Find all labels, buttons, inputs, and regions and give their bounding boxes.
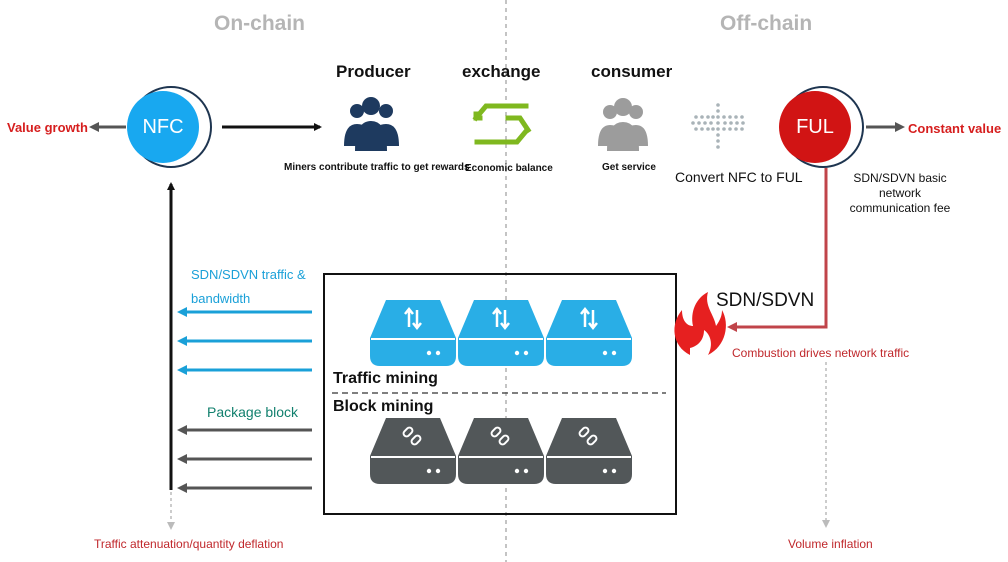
traffic-flow-line: bandwidth [191,291,251,306]
user-group-icon [598,98,648,151]
combustion-label: Combustion drives network traffic [732,346,910,360]
off-chain-header: Off-chain [720,12,813,35]
chain-link-server-icon [546,418,632,484]
traffic-servers [370,300,632,366]
dot-funnel-arrow-icon [691,103,745,149]
package-block-label: Package block [207,404,299,420]
block-mining-label: Block mining [333,398,434,415]
exchange-caption: Economic balance [465,163,553,174]
consumer-caption: Get service [602,162,656,173]
producer-caption: Miners contribute traffic to get rewards [284,162,470,173]
block-servers [370,418,632,484]
mining-box [323,273,677,515]
flame-icon [674,292,726,355]
consumer-title: consumer [591,62,673,81]
exchange-arrows-icon [472,103,532,145]
producer-title: Producer [336,62,411,81]
fee-caption-line: network [878,186,922,200]
nfc-token [127,86,212,168]
users-group-icon [344,97,399,151]
value-growth-label: Value growth [7,120,88,135]
updown-arrows-server-icon [370,300,456,366]
traffic-flow-label: SDN/SDVN traffic & bandwidth [191,263,306,311]
fee-caption-line: communication fee [849,201,951,215]
chain-link-server-icon [458,418,544,484]
combustion-arrow [727,168,828,332]
on-chain-header: On-chain [214,12,306,35]
ful-token [779,86,864,168]
nfc-label: NFC [142,116,184,138]
volume-inflation-label: Volume inflation [788,537,873,551]
fee-caption-line: SDN/SDVN basic [853,171,947,185]
ful-label: FUL [796,116,834,138]
sdn-sdvn-label: SDN/SDVN [716,290,815,311]
updown-arrows-server-icon [458,300,544,366]
traffic-mining-label: Traffic mining [333,370,438,387]
traffic-arrows [177,307,312,375]
attenuation-label: Traffic attenuation/quantity deflation [94,537,284,551]
fee-caption: SDN/SDVN basic network communication fee [835,171,965,216]
updown-arrows-server-icon [546,300,632,366]
traffic-flow-line: SDN/SDVN traffic & [191,267,306,282]
constant-value-label: Constant value [908,121,1002,136]
block-arrows [177,425,312,493]
exchange-title: exchange [462,62,541,81]
convert-caption: Convert NFC to FUL [675,169,803,185]
chain-link-server-icon [370,418,456,484]
